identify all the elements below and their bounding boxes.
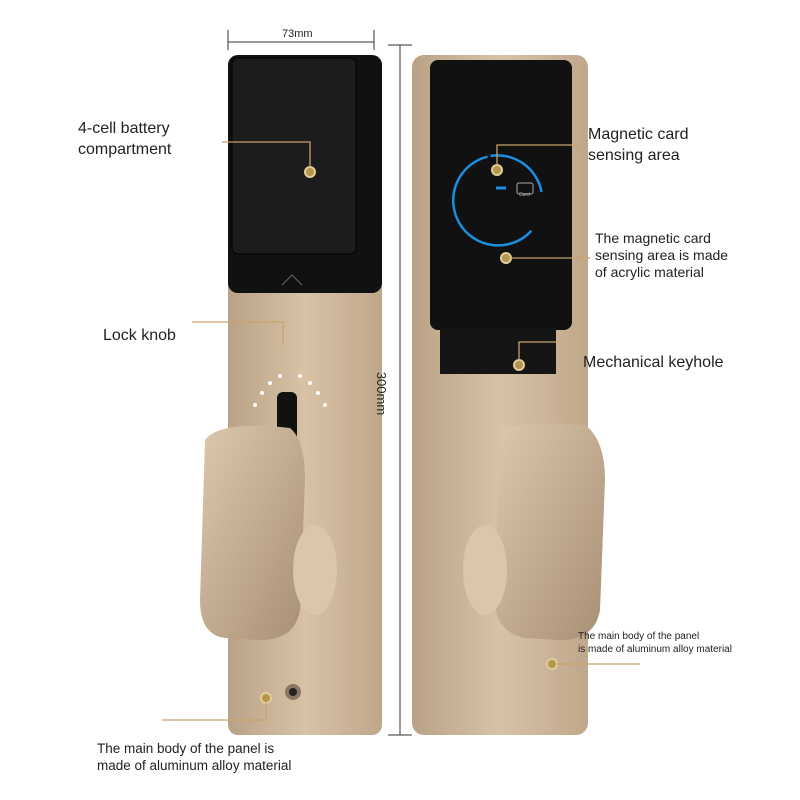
width-dimension: 73mm xyxy=(282,28,313,40)
leader-lines xyxy=(162,141,640,721)
left-lock-back-panel xyxy=(200,55,382,735)
dimension-lines xyxy=(227,30,412,736)
height-dimension: 300mm xyxy=(374,371,390,416)
card-icon-label: Card xyxy=(519,192,530,198)
callout-knob: Lock knob xyxy=(103,327,176,344)
right-lock-front-panel xyxy=(412,55,605,735)
callout-keyhole: Mechanical keyhole xyxy=(583,354,724,371)
